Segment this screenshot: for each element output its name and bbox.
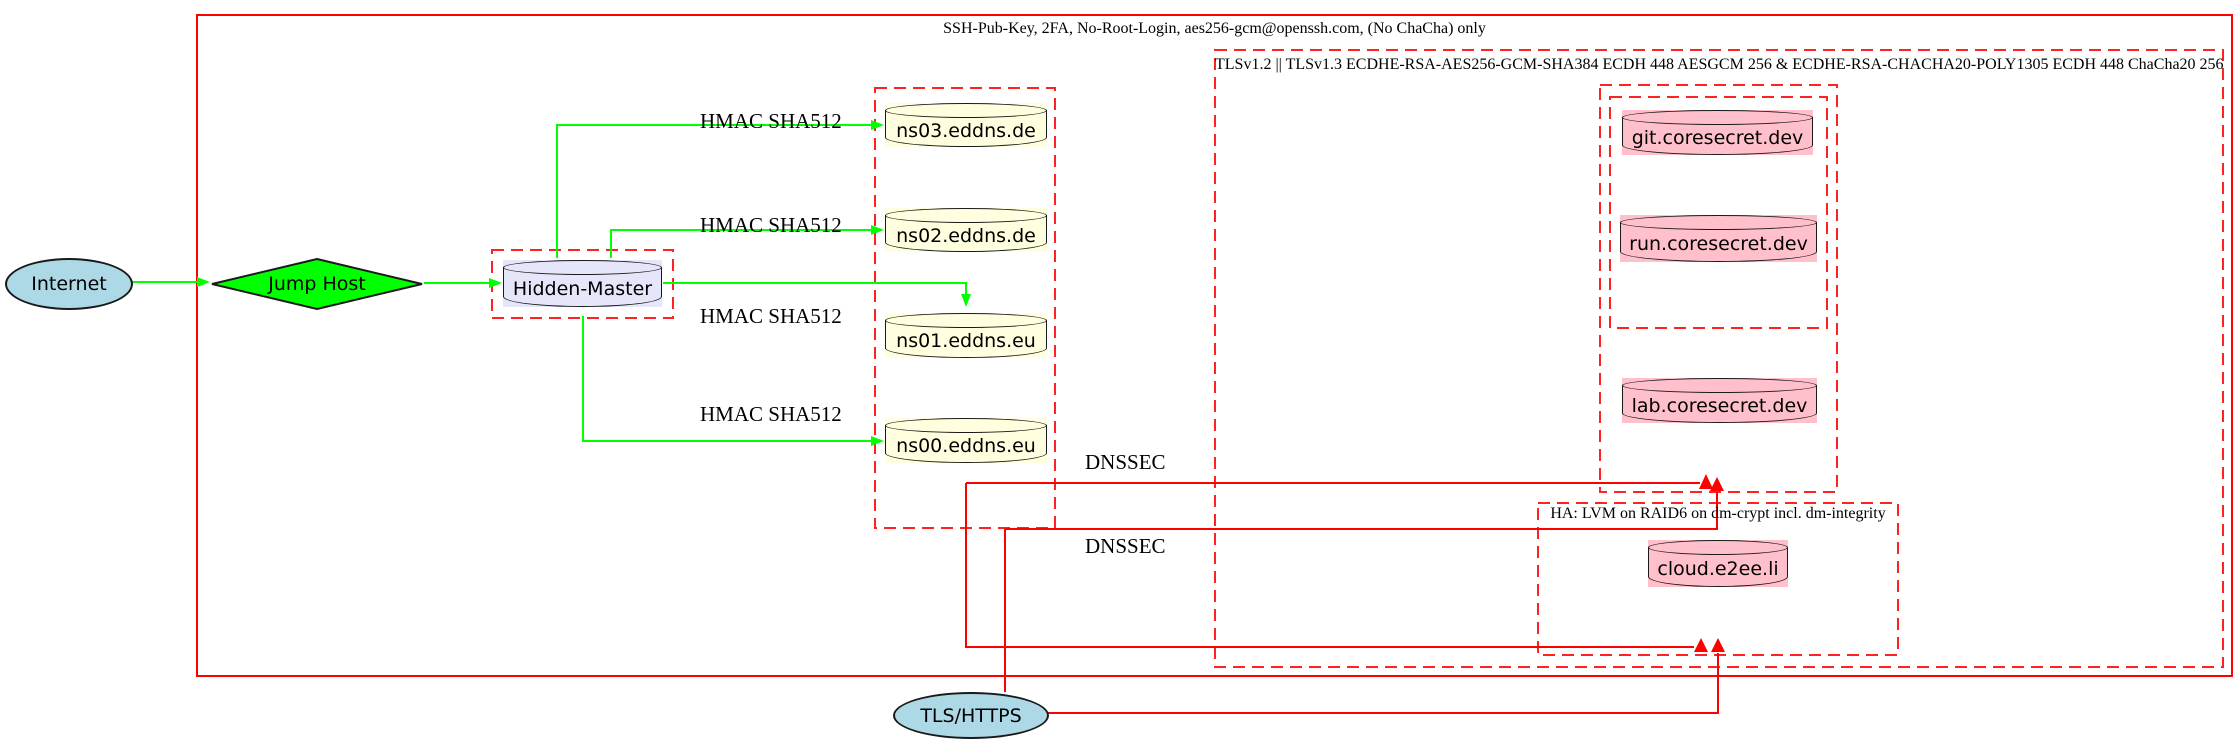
red-edges <box>965 482 1719 714</box>
cylinder-top <box>1622 378 1817 393</box>
cylinder-top <box>885 313 1047 328</box>
arrowhead <box>961 294 971 307</box>
ns03-node-label: ns03.eddns.de <box>896 119 1036 142</box>
edge-tlshttps-to-ha <box>1045 653 1719 714</box>
ns01-node-label: ns01.eddns.eu <box>896 330 1036 352</box>
arrowhead <box>871 436 884 446</box>
edge-label-dnssec-1: DNSSEC <box>1085 450 1166 474</box>
edge-hiddenmaster-ns03 <box>556 124 871 258</box>
edge-label-hmac-ns00: HMAC SHA512 <box>700 402 842 426</box>
edge-label-hmac-ns02: HMAC SHA512 <box>700 213 842 237</box>
cluster-coresecret-box <box>1599 84 1838 493</box>
cluster-tls-label: TLSv1.2 || TLSv1.3 ECDHE-RSA-AES256-GCM-… <box>1215 56 2224 73</box>
cluster-ha-label: HA: LVM on RAID6 on dm-crypt incl. dm-in… <box>1550 505 1886 522</box>
cylinder-top <box>503 260 662 275</box>
edge-hiddenmaster-ns00 <box>582 316 871 442</box>
edge-dnssec-to-ha <box>965 483 1694 648</box>
edge-hiddenmaster-ns01 <box>663 282 967 294</box>
hidden-master-node-label: Hidden-Master <box>512 278 653 300</box>
arrowhead <box>871 225 884 235</box>
tls-https-node-label: TLS/HTTPS <box>920 704 1022 727</box>
edge-hiddenmaster-ns02 <box>610 229 871 258</box>
cylinder-top <box>1622 110 1813 125</box>
ns00-node-label: ns00.eddns.eu <box>896 435 1036 457</box>
cylinder-top <box>885 418 1047 433</box>
tls-https-node: TLS/HTTPS <box>893 692 1049 739</box>
arrowhead <box>1710 477 1724 491</box>
cloud-node: cloud.e2ee.li <box>1648 540 1788 587</box>
cylinder-top <box>1620 215 1817 230</box>
cluster-ssh-box <box>196 14 2233 677</box>
green-edges <box>130 124 967 442</box>
arrowhead <box>197 277 210 287</box>
ns02-node-label: ns02.eddns.de <box>896 224 1036 247</box>
cloud-node-label: cloud.e2ee.li <box>1657 558 1779 580</box>
edge-label-hmac-ns03: HMAC SHA512 <box>700 109 842 133</box>
cylinder-top <box>1648 540 1788 555</box>
edge-label-dnssec-2: DNSSEC <box>1085 534 1166 558</box>
ns03-node: ns03.eddns.de <box>885 103 1047 147</box>
cluster-ssh-label: SSH-Pub-Key, 2FA, No-Root-Login, aes256-… <box>943 20 1486 37</box>
lab-node-label: lab.coresecret.dev <box>1631 395 1808 417</box>
run-node-label: run.coresecret.dev <box>1629 233 1808 255</box>
edge-tlshttps-to-coresecret <box>1004 492 1718 692</box>
internet-node: Internet <box>5 258 133 310</box>
git-node-label: git.coresecret.dev <box>1631 127 1804 149</box>
lab-node: lab.coresecret.dev <box>1622 378 1817 423</box>
run-node: run.coresecret.dev <box>1620 215 1817 262</box>
hidden-master-node: Hidden-Master <box>503 260 662 307</box>
edge-label-hmac-ns01: HMAC SHA512 <box>700 304 842 328</box>
jump-host-node-label: Jump Host <box>268 273 366 295</box>
cylinder-top <box>885 103 1047 118</box>
arrowhead <box>1699 474 1713 489</box>
arrowhead <box>871 120 884 130</box>
git-node: git.coresecret.dev <box>1622 110 1813 155</box>
green-arrowheads <box>197 120 971 446</box>
cluster-gitrun-box <box>1609 96 1828 329</box>
arrowhead <box>1694 638 1708 652</box>
ns02-node: ns02.eddns.de <box>885 208 1047 252</box>
cluster-boxes <box>196 14 2233 677</box>
ns00-node: ns00.eddns.eu <box>885 418 1047 463</box>
jump-host-node: Jump Host <box>210 258 424 310</box>
arrowhead <box>489 278 502 288</box>
diamond-shape <box>211 258 423 310</box>
red-arrowheads <box>1694 474 1725 652</box>
arrowhead <box>1711 638 1725 652</box>
cylinder-top <box>885 208 1047 223</box>
ns01-node: ns01.eddns.eu <box>885 313 1047 358</box>
internet-node-label: Internet <box>31 273 107 295</box>
